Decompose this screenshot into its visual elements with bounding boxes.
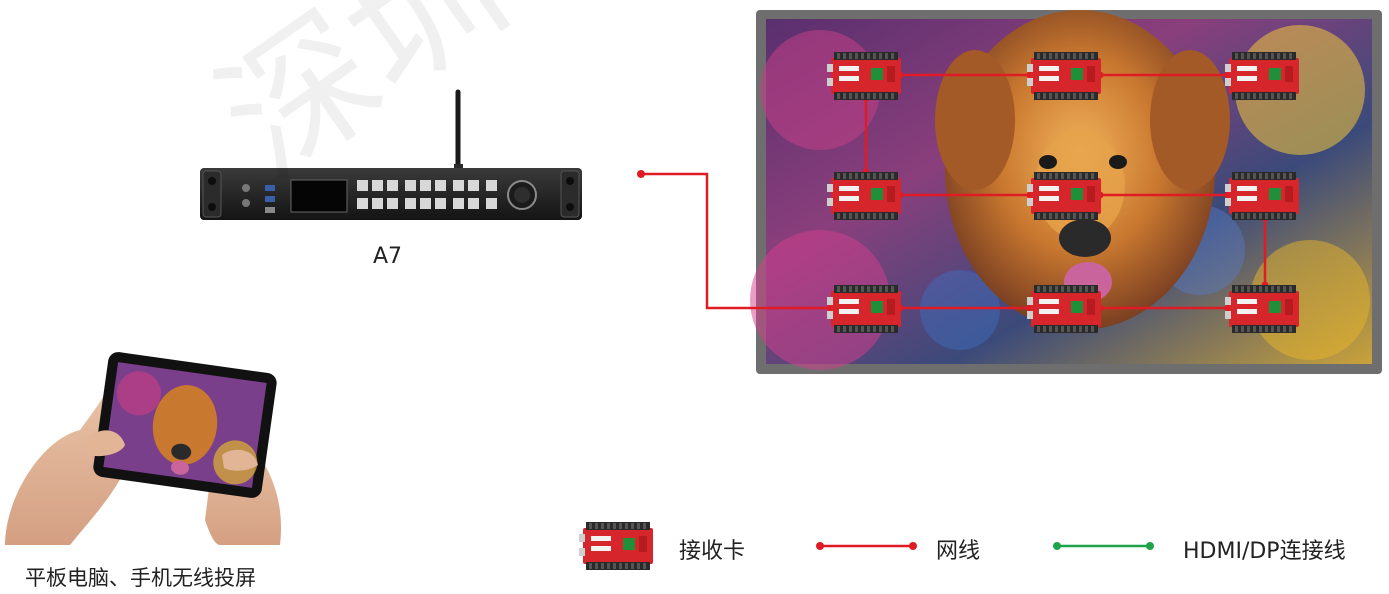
receiver-card-icon <box>1027 285 1101 333</box>
receiver-card-icon <box>1027 52 1101 100</box>
receiver-card-icon <box>827 172 901 220</box>
network-cables <box>641 73 1267 310</box>
receiver-card-icon <box>827 285 901 333</box>
tablet-icon <box>5 352 281 545</box>
network-line-swatch <box>816 542 917 550</box>
receiver-card-icon <box>1225 52 1299 100</box>
controller-device <box>200 89 582 220</box>
receiver-card-icon <box>1027 172 1101 220</box>
receiver-card-icon <box>827 52 901 100</box>
legend-hdmi-label: HDMI/DP连接线 <box>1183 539 1346 564</box>
legend-network-label: 网线 <box>936 539 981 564</box>
dog-image <box>935 10 1230 330</box>
receiver-card-icon <box>1225 285 1299 333</box>
legend-receiver-label: 接收卡 <box>679 539 746 564</box>
receiver-card-icon <box>579 522 653 570</box>
hdmi-line-swatch <box>1053 542 1154 550</box>
tablet-caption: 平板电脑、手机无线投屏 <box>25 566 256 590</box>
legend <box>579 522 1154 570</box>
receiver-card-icon <box>1225 172 1299 220</box>
device-label: A7 <box>373 244 403 269</box>
